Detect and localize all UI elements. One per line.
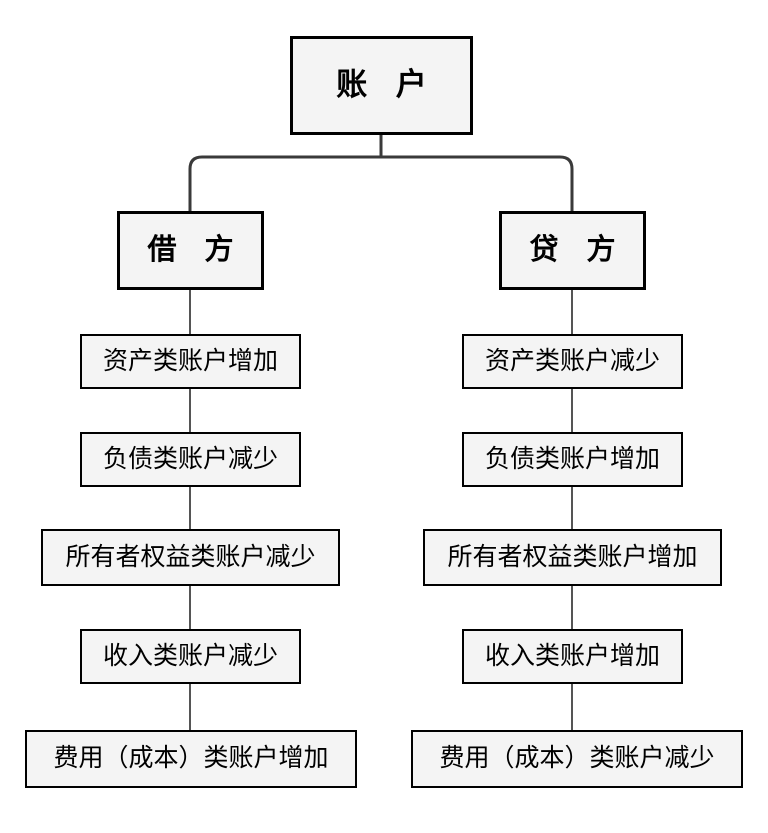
node-debit-header-label: 借 方 (147, 233, 244, 266)
node-credit-item-revenue-label: 收入类账户增加 (484, 641, 660, 670)
node-credit-item-equity-label: 所有者权益类账户增加 (447, 542, 698, 571)
node-credit-item-asset[interactable]: 资产类账户减少 (462, 334, 683, 389)
node-account-root-label: 账 户 (336, 67, 437, 103)
node-debit-item-asset-label: 资产类账户增加 (102, 346, 278, 375)
node-debit-item-expense-label: 费用（成本）类账户增加 (53, 744, 329, 773)
node-credit-item-expense-label: 费用（成本）类账户减少 (439, 744, 715, 773)
node-credit-item-expense[interactable]: 费用（成本）类账户减少 (411, 730, 743, 788)
node-debit-item-liability-label: 负债类账户减少 (102, 444, 278, 473)
node-credit-item-asset-label: 资产类账户减少 (484, 346, 660, 375)
connector-split-left (188, 155, 381, 211)
node-debit-item-equity-label: 所有者权益类账户减少 (65, 542, 316, 571)
node-debit-item-revenue-label: 收入类账户减少 (102, 641, 278, 670)
node-account-root[interactable]: 账 户 (290, 36, 473, 135)
node-debit-header[interactable]: 借 方 (117, 211, 264, 290)
node-credit-item-revenue[interactable]: 收入类账户增加 (462, 629, 683, 684)
node-debit-item-liability[interactable]: 负债类账户减少 (80, 432, 301, 487)
node-credit-item-equity[interactable]: 所有者权益类账户增加 (423, 529, 722, 586)
node-debit-item-expense[interactable]: 费用（成本）类账户增加 (25, 730, 357, 788)
node-credit-header[interactable]: 贷 方 (499, 211, 646, 290)
node-credit-item-liability-label: 负债类账户增加 (484, 444, 660, 473)
node-debit-item-equity[interactable]: 所有者权益类账户减少 (41, 529, 340, 586)
node-debit-item-asset[interactable]: 资产类账户增加 (80, 334, 301, 389)
node-credit-item-liability[interactable]: 负债类账户增加 (462, 432, 683, 487)
node-debit-item-revenue[interactable]: 收入类账户减少 (80, 629, 301, 684)
node-credit-header-label: 贷 方 (529, 233, 626, 266)
connector-split-right (381, 155, 574, 211)
